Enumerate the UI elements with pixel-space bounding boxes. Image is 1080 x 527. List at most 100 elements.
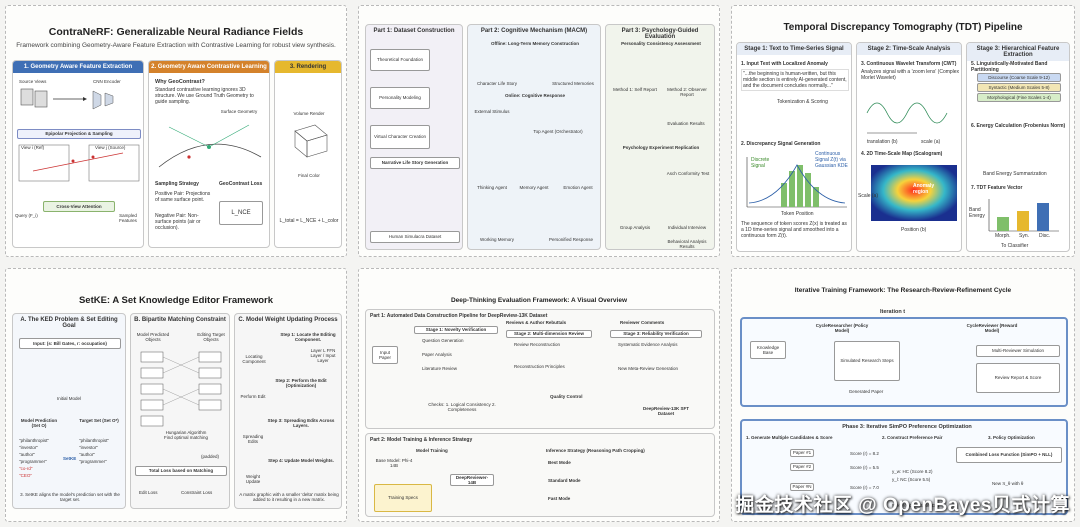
contranerf-title: ContraNeRF: Generalizable Neural Radianc… bbox=[6, 26, 346, 38]
hungarian: Hungarian Algorithm Find optimal matchin… bbox=[161, 430, 211, 440]
pred-item-0: "philanthropist" bbox=[19, 438, 49, 443]
locating: Locating Component bbox=[239, 354, 269, 364]
p2-item-1: Structured Memories bbox=[548, 81, 598, 86]
dt-reviews: Reviews & Author Rebuttals bbox=[506, 320, 566, 325]
col1-head: 1. Geometry Aware Feature Extraction bbox=[13, 61, 143, 73]
dt-dataset: DeepReview-13K SFT Dataset bbox=[636, 406, 696, 416]
s2-scale-axis: Scale (a) bbox=[858, 193, 878, 199]
iter-multi-reviewer: Multi-Reviewer Simulation bbox=[976, 345, 1060, 357]
s3-step5: 5. Linguistically-Motivated Band Partiti… bbox=[971, 61, 1069, 73]
tdt-stage3-head: Stage 3: Hierarchical Feature Extraction bbox=[967, 43, 1069, 61]
col3-head: 3. Rendering bbox=[275, 61, 341, 73]
dt-systematic: Systematic Evidence Analysis bbox=[618, 342, 678, 347]
setke-colB: B. Bipartite Matching Constraint Model P… bbox=[130, 313, 230, 509]
dt-stage3: Stage 3: Reliability Verification bbox=[610, 330, 702, 338]
negative-text: Negative Pair: Non-surface points (air o… bbox=[155, 213, 211, 231]
panel-contranerf: ContraNeRF: Generalizable Neural Radianc… bbox=[5, 5, 347, 257]
s2-scale: scale (a) bbox=[921, 139, 940, 145]
setke-step-1: Step 2: Perform the Edit (Optimization) bbox=[261, 378, 341, 388]
iter-iteration: Iteration t bbox=[880, 309, 905, 315]
sampled-label: Sampled Features bbox=[113, 213, 143, 223]
dt-quality: Quality Control bbox=[550, 394, 583, 399]
query-label: Query (F_i) bbox=[15, 213, 38, 218]
dt-question-gen: Question Generation bbox=[422, 338, 464, 343]
setke-target: Target Set (Set O*) bbox=[77, 418, 121, 423]
s2-anomaly: Anomaly region bbox=[913, 183, 943, 195]
s2-step3-sub: Analyzes signal with a 'zoom lens' (Comp… bbox=[861, 69, 961, 81]
dt-model-training: Model Training bbox=[416, 448, 448, 453]
dt-reviewer-comments: Reviewer Comments bbox=[620, 320, 664, 325]
final-label: Final Color bbox=[285, 173, 333, 178]
p2-offline: Offline: Long-Term Memory Construction bbox=[472, 41, 598, 46]
iter-title: Iterative Training Framework: The Resear… bbox=[732, 287, 1074, 295]
p2-item-6: Emotion Agent bbox=[558, 185, 598, 190]
s3-step7: 7. TDT Feature Vector bbox=[971, 185, 1022, 191]
s1-token-pos: Token Position bbox=[781, 211, 814, 217]
p3-item-2: Evaluation Results bbox=[666, 121, 706, 126]
tdt-stage1: Stage 1: Text to Time-Series Signal 1. I… bbox=[736, 42, 852, 252]
tdt-stage2: Stage 2: Time-Scale Analysis 3. Continuo… bbox=[856, 42, 962, 252]
s1-token: Tokenization & Scoring bbox=[777, 99, 828, 105]
pred-item-5: "CEO" bbox=[19, 473, 32, 478]
contranerf-subtitle: Framework combining Geometry-Aware Featu… bbox=[6, 42, 346, 49]
view-ref-label: View i (Ref) bbox=[21, 145, 44, 150]
wavelet-graphic bbox=[857, 83, 962, 143]
s3-band-0: Discourse (Coarse Scale 9-12) bbox=[977, 73, 1061, 82]
p2-item-7: Working Memory bbox=[472, 237, 522, 242]
s3-cat-1: Syn. bbox=[1019, 233, 1029, 239]
tdt-stage2-head: Stage 2: Time-Scale Analysis bbox=[857, 43, 961, 55]
iter-new-policy: New π_θ with θ bbox=[992, 481, 1023, 486]
panel-deepthink: Deep-Thinking Evaluation Framework: A Vi… bbox=[358, 268, 720, 522]
pred-objects: Model Predicted Objects bbox=[135, 332, 171, 342]
dt-best-mode: Best Mode bbox=[548, 460, 571, 465]
p2-item-2: External Stimulus bbox=[472, 109, 512, 114]
p3-item-7: Behavioral Analysis Results bbox=[662, 239, 712, 249]
setke-input: Input: (s: Bill Gates, r: occupation) bbox=[19, 338, 121, 349]
s2-translation: translation (b) bbox=[867, 139, 898, 145]
iter-rejected: y_l: NC (Score 5.5) bbox=[892, 477, 930, 482]
iter-score-0: Score (r) = 8.2 bbox=[850, 451, 879, 456]
cross-view-box: Cross-View Attention bbox=[43, 201, 115, 212]
s1-bottom: The sequence of token scores Z(x) is tre… bbox=[741, 221, 849, 239]
surface-graphic bbox=[149, 117, 270, 177]
iter-combined-loss: Combined Loss Function (SimPO + NLL) bbox=[956, 447, 1062, 463]
cnn-encoder-label: CNN Encoder bbox=[93, 79, 121, 84]
contranerf-col3: 3. Rendering Volume Render Final Color L… bbox=[274, 60, 342, 248]
pred-item-3: "programmer" bbox=[19, 459, 47, 464]
dt-checks: Checks: 1. Logical Consistency 2. Comple… bbox=[422, 402, 502, 412]
panel-psych: Part 1: Dataset Construction Theoretical… bbox=[358, 5, 720, 257]
why-title: Why GeoContrast? bbox=[155, 79, 205, 86]
pred-item-4: "co-rd" bbox=[19, 466, 32, 471]
source-views-label: Source Views bbox=[19, 79, 46, 84]
pred-item-1: "investor" bbox=[19, 445, 38, 450]
s2-position: Position (b) bbox=[901, 227, 926, 233]
iter-review-report: Review Report & Score bbox=[976, 363, 1060, 393]
pred-item-2: "author" bbox=[19, 452, 35, 457]
p2-online: Online: Cognitive Response bbox=[472, 93, 598, 98]
dt-standard-mode: Standard Mode bbox=[548, 478, 581, 483]
dt-deepreviewer: DeepReviewer-14B bbox=[450, 474, 494, 486]
panel-tdt: Temporal Discrepancy Tomography (TDT) Pi… bbox=[731, 5, 1075, 257]
tdt-stage1-head: Stage 1: Text to Time-Series Signal bbox=[737, 43, 851, 55]
panel-iterative: Iterative Training Framework: The Resear… bbox=[731, 268, 1075, 522]
s2-step3: 3. Continuous Wavelet Transform (CWT) bbox=[861, 61, 961, 67]
sampling-title: Sampling Strategy bbox=[155, 181, 199, 187]
dt-training-specs: Training Specs bbox=[374, 484, 432, 512]
bipartite-graphic bbox=[131, 348, 230, 458]
why-text: Standard contrastive learning ignores 3D… bbox=[155, 87, 267, 105]
dt-part2: Part 2: Model Training & Inference Strat… bbox=[370, 437, 472, 443]
p1-item-3: Narrative Life Story Generation bbox=[370, 157, 460, 169]
p2-item-4: Thinking Agent bbox=[472, 185, 512, 190]
dt-part1: Part 1: Automated Data Construction Pipe… bbox=[370, 313, 547, 319]
cube-graphic bbox=[275, 121, 342, 161]
target-item-1: "investor" bbox=[79, 445, 98, 450]
s3-band-energy: Band Energy Summarization bbox=[983, 171, 1047, 177]
iter-step1: 1. Generate Multiple Candidates & Score bbox=[746, 435, 833, 440]
target-objects: Editing Target Objects bbox=[193, 332, 229, 342]
p3-item-0: Method 1: Self Report bbox=[610, 87, 660, 92]
iter-reward: CycleReviewer (Reward Model) bbox=[962, 323, 1022, 333]
setke-initial: Initial Model bbox=[49, 396, 89, 401]
positive-text: Positive Pair: Projections of same surfa… bbox=[155, 191, 211, 203]
dt-lit-review: Literature Review bbox=[422, 366, 457, 371]
p2-item-8: Personified Response bbox=[544, 237, 598, 242]
